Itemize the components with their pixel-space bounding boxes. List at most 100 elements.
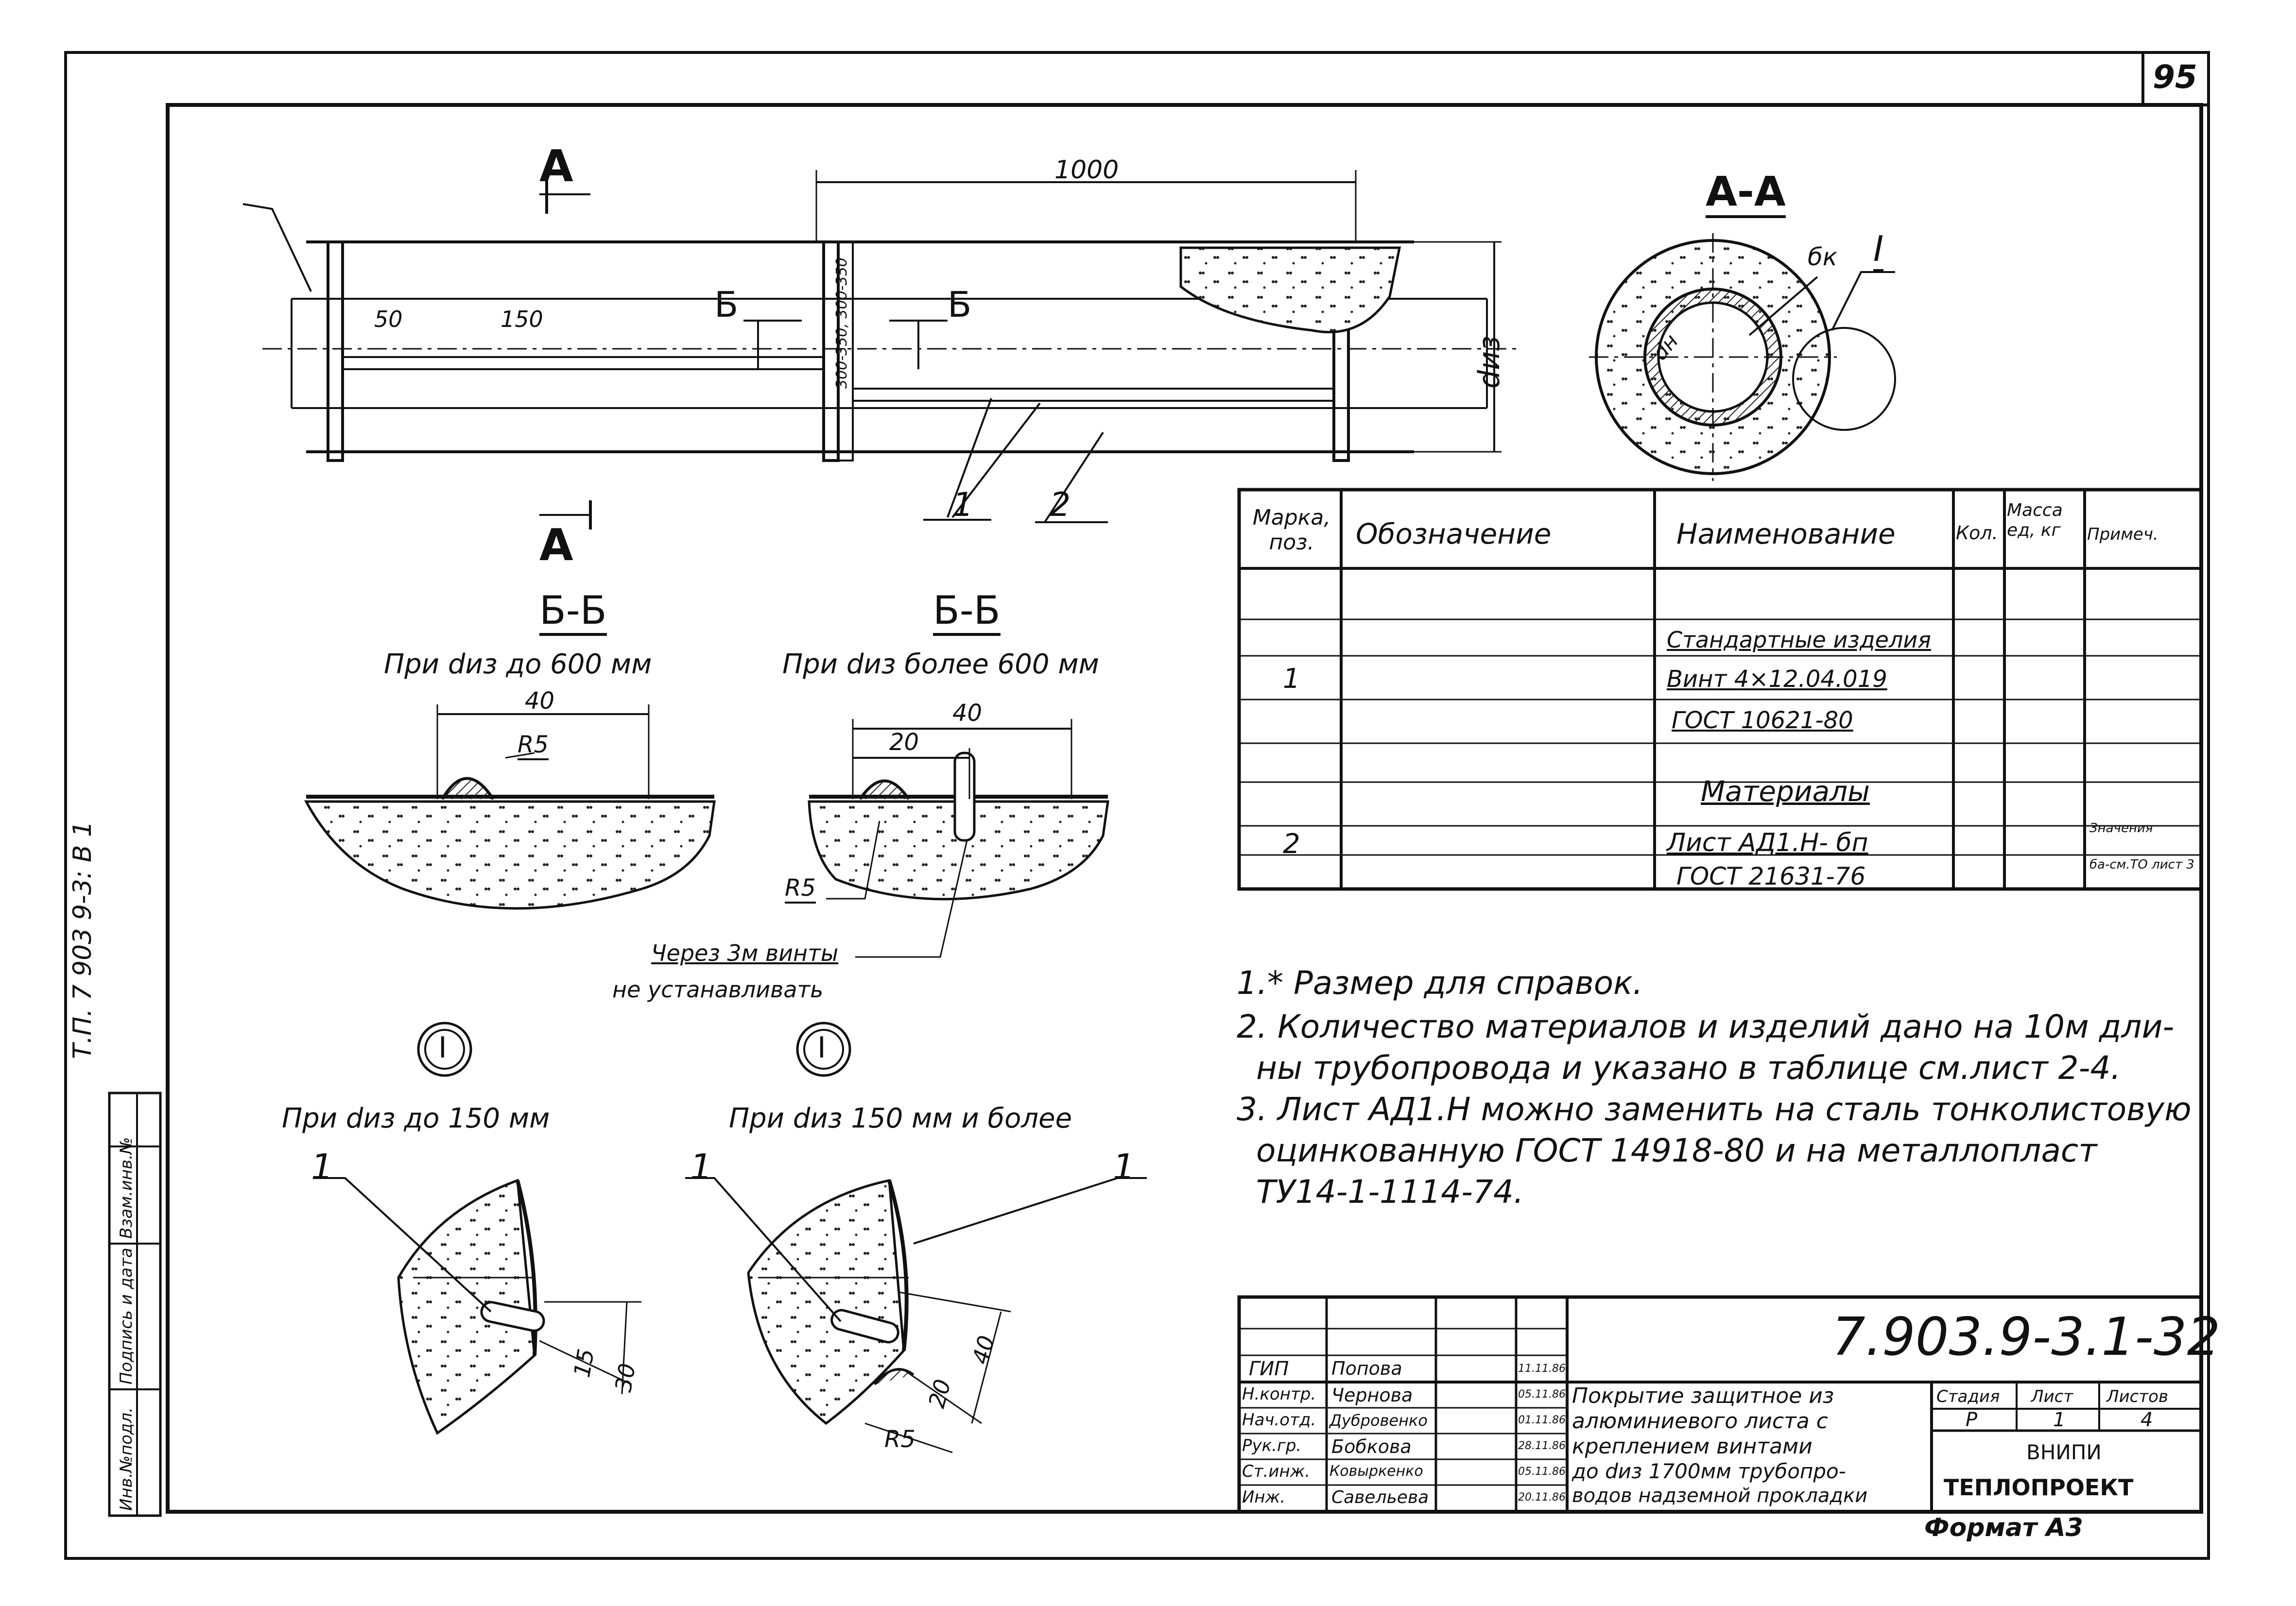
note-3: 3. Лист АД1.Н можно заменить на сталь то… <box>1237 1091 2192 1128</box>
dim-1000: 1000 <box>1054 155 1119 185</box>
detail-left-subtitle: При dиз до 150 мм <box>282 1103 550 1134</box>
role-5: Инж. <box>1242 1487 1286 1507</box>
title-block-grid <box>1237 1295 2203 1514</box>
note-2: 2. Количество материалов и изделий дано … <box>1237 1008 2175 1045</box>
date-5: 20.11.86 <box>1518 1491 1566 1503</box>
stage-value: Р <box>1966 1409 1978 1431</box>
row1-name: Винт 4×12.04.019 <box>1667 666 1887 693</box>
section-b-mark-right: Б <box>948 284 972 325</box>
detail-left-dim-15: 15 <box>569 1347 600 1380</box>
section-aa <box>1589 233 1896 481</box>
dim-50: 50 <box>374 306 403 332</box>
detail-left-callout: 1 <box>311 1146 333 1187</box>
section-bb-right-title: Б-Б <box>933 588 1001 636</box>
left-strip-replace: Взам.инв.№ <box>117 1137 136 1239</box>
detail-left <box>316 1022 641 1435</box>
detail-left-dim-30: 30 <box>610 1361 641 1394</box>
date-1: 05.11.86 <box>1518 1388 1566 1401</box>
page-number: 95 <box>2153 58 2197 96</box>
role-2: Нач.отд. <box>1242 1410 1316 1430</box>
sheet-value: 1 <box>2053 1409 2066 1431</box>
sheet-label: Лист <box>2031 1387 2073 1406</box>
role-1: Н.контр. <box>1242 1384 1316 1404</box>
note-1: 1.* Размер для справок. <box>1237 964 1643 1002</box>
org-line2: ТЕПЛОПРОЕКТ <box>1944 1474 2134 1501</box>
th-note: Примеч. <box>2087 525 2158 544</box>
date-0: 11.11.86 <box>1518 1363 1566 1375</box>
row4-note: Значения <box>2089 821 2153 836</box>
dim-150: 150 <box>501 306 543 332</box>
title-line-0: Покрытие защитное из <box>1572 1384 1834 1408</box>
section-bb-left <box>304 704 716 910</box>
label-r5-left: R5 <box>518 731 549 760</box>
role-3: Рук.гр. <box>1242 1436 1302 1455</box>
note-3-cont2: ТУ14-1-1114-74. <box>1256 1173 1524 1211</box>
detail-right-r5: R5 <box>884 1426 915 1453</box>
outer-border <box>64 51 2210 1560</box>
side-stamp: Т.П. 7 903 9-3: В 1 <box>68 820 97 1059</box>
title-line-4: водов надземной прокладки <box>1572 1485 1868 1507</box>
dim-spacing: 300-350, 300-350 <box>833 257 850 389</box>
left-strip-inv: Инв.№подл. <box>117 1407 136 1511</box>
th-mass: Масса ед, кг <box>2007 500 2063 540</box>
dim-20-right: 20 <box>889 729 919 756</box>
section-bb-right-subtitle: При dиз более 600 мм <box>782 649 1099 680</box>
th-designation: Обозначение <box>1356 517 1552 550</box>
row2-name: ГОСТ 10621-80 <box>1672 707 1853 734</box>
label-r5-right: R5 <box>785 874 816 904</box>
format-label: Формат А3 <box>1924 1513 2083 1542</box>
row4-pos: 2 <box>1283 828 1300 860</box>
section-a-bottom: А <box>539 520 573 571</box>
row1-pos: 1 <box>1283 663 1300 695</box>
section-b-mark-left: Б <box>714 284 739 325</box>
row5-note: бa-см.ТО лист 3 <box>2089 857 2194 872</box>
name-2: Дубровенко <box>1329 1411 1428 1430</box>
name-1: Чернова <box>1331 1384 1413 1406</box>
main-pipe-view <box>242 170 1516 530</box>
dim-diz: dиз <box>1472 336 1506 389</box>
th-name: Наименование <box>1676 517 1896 550</box>
detail-right-callout-a: 1 <box>690 1146 712 1187</box>
callout-1: 1 <box>952 486 974 524</box>
date-3: 28.11.86 <box>1518 1440 1566 1452</box>
left-strip-sign: Подпись и дата <box>117 1247 136 1384</box>
left-strip <box>108 1092 162 1517</box>
note-3-cont: оцинкованную ГОСТ 14918-80 и на металлоп… <box>1256 1132 2097 1169</box>
note-screws-line1: Через 3м винты <box>651 940 839 966</box>
org-line1: ВНИПИ <box>2026 1440 2102 1464</box>
section-bb-left-title: Б-Б <box>539 588 607 636</box>
doc-number: 7.903.9-3.1-32 <box>1832 1307 2221 1367</box>
note-screws-line2: не устанавливать <box>612 976 824 1003</box>
role-4: Ст.инж. <box>1242 1462 1311 1481</box>
title-line-1: алюминиевого листа с <box>1572 1409 1828 1434</box>
sheets-value: 4 <box>2141 1409 2153 1431</box>
spec-table-grid <box>1237 488 2203 891</box>
callout-I: I <box>1873 228 1884 272</box>
section-a-top: А <box>539 141 573 192</box>
detail-right-mark: I <box>817 1031 826 1065</box>
name-3: Бобкова <box>1331 1436 1412 1457</box>
name-5: Савельева <box>1331 1487 1429 1507</box>
dim-40-left: 40 <box>525 687 555 715</box>
section-bb-right <box>808 719 1109 958</box>
stage-label: Стадия <box>1936 1387 2000 1406</box>
section-bb-left-subtitle: При dиз до 600 мм <box>384 649 652 680</box>
detail-left-mark: I <box>438 1031 447 1065</box>
detail-right <box>685 1022 1147 1453</box>
title-line-2: креплением винтами <box>1572 1434 1813 1459</box>
date-2: 01.11.86 <box>1518 1414 1566 1426</box>
row4-name: Лист АД1.Н- бп <box>1667 828 1868 857</box>
row0-name: Стандартные изделия <box>1667 627 1931 653</box>
sheets-label: Листов <box>2106 1387 2169 1406</box>
role-0: ГИП <box>1249 1358 1289 1380</box>
detail-right-callout-b: 1 <box>1113 1146 1135 1187</box>
callout-2: 2 <box>1050 486 1071 524</box>
th-qty: Кол. <box>1956 522 1998 544</box>
name-4: Ковыркенко <box>1329 1463 1423 1480</box>
note-2-cont: ны трубопровода и указано в таблице см.л… <box>1256 1049 2121 1087</box>
name-0: Попова <box>1331 1358 1402 1379</box>
th-pos: Марка, поз. <box>1252 505 1331 555</box>
row3-name: Материалы <box>1701 775 1870 808</box>
detail-right-subtitle: При dиз 150 мм и более <box>729 1103 1072 1134</box>
